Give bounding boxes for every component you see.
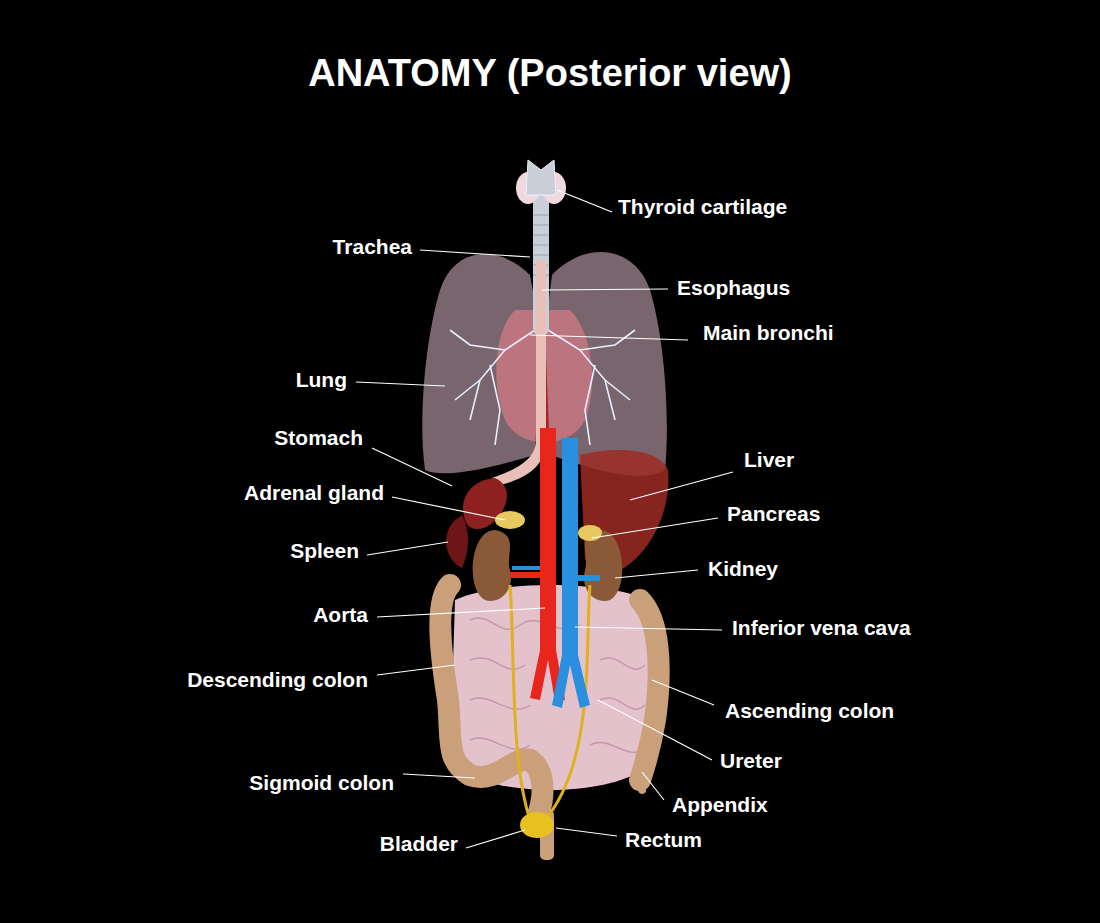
organ-label: Sigmoid colon: [249, 771, 394, 795]
organ-label: Stomach: [274, 426, 363, 450]
organ-label: Rectum: [625, 828, 702, 852]
organ-label: Thyroid cartilage: [618, 195, 787, 219]
bladder: [520, 812, 554, 838]
lung-left: [422, 254, 540, 473]
kidney-left: [473, 530, 511, 601]
appendix: [637, 775, 642, 790]
ureter-left: [510, 585, 530, 820]
organ-label: Spleen: [290, 539, 359, 563]
renal-artery: [510, 572, 540, 578]
organ-label: Lung: [296, 368, 347, 392]
organ-label: Inferior vena cava: [732, 616, 911, 640]
spleen: [446, 515, 468, 568]
esophagus: [492, 260, 546, 485]
thyroid-cartilage: [526, 160, 556, 195]
aorta: [530, 428, 565, 702]
organ-label: Ureter: [720, 749, 782, 773]
organ-label: Appendix: [672, 793, 768, 817]
organ-label: Trachea: [333, 235, 412, 259]
organ-label: Pancreas: [727, 502, 820, 526]
organ-label: Liver: [744, 448, 794, 472]
renal-vein: [578, 575, 600, 581]
organ-label: Ascending colon: [725, 699, 894, 723]
ascending-colon: [640, 600, 659, 780]
organ-label: Kidney: [708, 557, 778, 581]
title: ANATOMY (Posterior view): [0, 51, 1100, 95]
descending-sigmoid-colon: [440, 585, 542, 815]
organ-label: Bladder: [380, 832, 458, 856]
adrenal-right: [578, 525, 602, 541]
adrenal-left: [495, 511, 525, 529]
organ-label: Aorta: [313, 603, 368, 627]
organ-label: Main bronchi: [703, 321, 834, 345]
organ-label: Esophagus: [677, 276, 790, 300]
organ-label: Adrenal gland: [244, 481, 384, 505]
organ-label: Descending colon: [187, 668, 368, 692]
leader-lines: [356, 190, 733, 848]
renal-vein: [512, 566, 540, 570]
inferior-vena-cava: [552, 438, 590, 708]
